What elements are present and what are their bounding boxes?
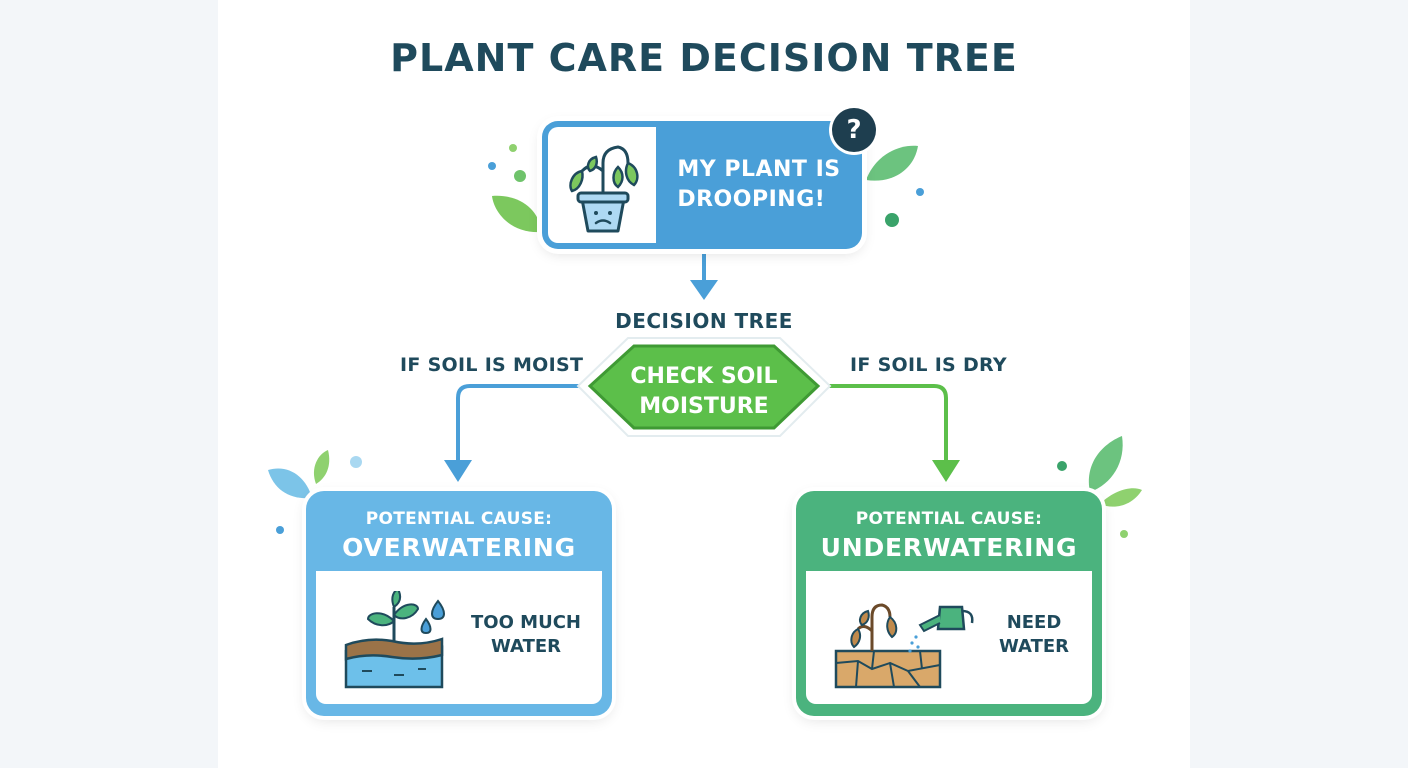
cause-card-header: POTENTIAL CAUSE: UNDERWATERING [796,491,1102,571]
decor-dot [885,213,899,227]
leaf-icon [313,450,330,484]
decision-hexagon [587,344,821,430]
decor-dot [1120,530,1128,538]
cause-title: UNDERWATERING [820,533,1078,562]
wilting-plant-icon [569,145,639,233]
cause-note: NEED WATER [998,612,1069,657]
leaf-decoration-top-left [488,144,542,233]
branch-label-moist: IF SOIL IS MOIST [400,354,584,376]
cause-prefix: POTENTIAL CAUSE: [855,509,1043,529]
branch-label-dry: IF SOIL IS DRY [850,354,1007,376]
leaf-icon [866,145,918,181]
leaf-decoration-right-card [1057,436,1142,538]
leaf-icon [268,468,312,499]
decision-node-text: CHECK SOIL MOISTURE [630,364,778,419]
leaf-icon [1088,436,1123,492]
decision-tree-label: DECISION TREE [615,309,793,333]
leaf-icon [492,195,542,233]
page-title: PLANT CARE DECISION TREE [390,36,1018,80]
question-badge: ? [832,108,876,152]
cause-note: TOO MUCH WATER [471,612,581,657]
start-node-card: MY PLANT IS DROOPING! [542,121,862,249]
decor-dot [488,162,496,170]
start-node-text: MY PLANT IS DROOPING! [677,157,841,212]
decor-dot [276,526,284,534]
connector-left [444,384,582,482]
leaf-icon [1100,488,1142,507]
cause-card-body: NEED WATER [806,571,1092,704]
decor-dot [1057,461,1067,471]
leaf-decoration-left-card [268,450,362,534]
dry-soil-watering-can-icon [834,603,974,689]
cause-card-header: POTENTIAL CAUSE: OVERWATERING [306,491,612,571]
leaf-decoration-top-right [866,145,924,227]
cause-title: OVERWATERING [342,533,576,562]
decor-dot [509,144,517,152]
decor-dot [350,456,362,468]
decor-dot [916,188,924,196]
connector-right [826,384,960,482]
start-node-icon-panel [548,127,656,243]
cause-card-overwatering: POTENTIAL CAUSE: OVERWATERING TOO MUCH W… [306,491,612,716]
soggy-soil-icon [344,591,445,689]
cause-card-underwatering: POTENTIAL CAUSE: UNDERWATERING NEED WATE… [796,491,1102,716]
decor-dot [514,170,526,182]
cause-prefix: POTENTIAL CAUSE: [365,509,553,529]
cause-card-body: TOO MUCH WATER [316,571,602,704]
connector-top [690,250,718,300]
